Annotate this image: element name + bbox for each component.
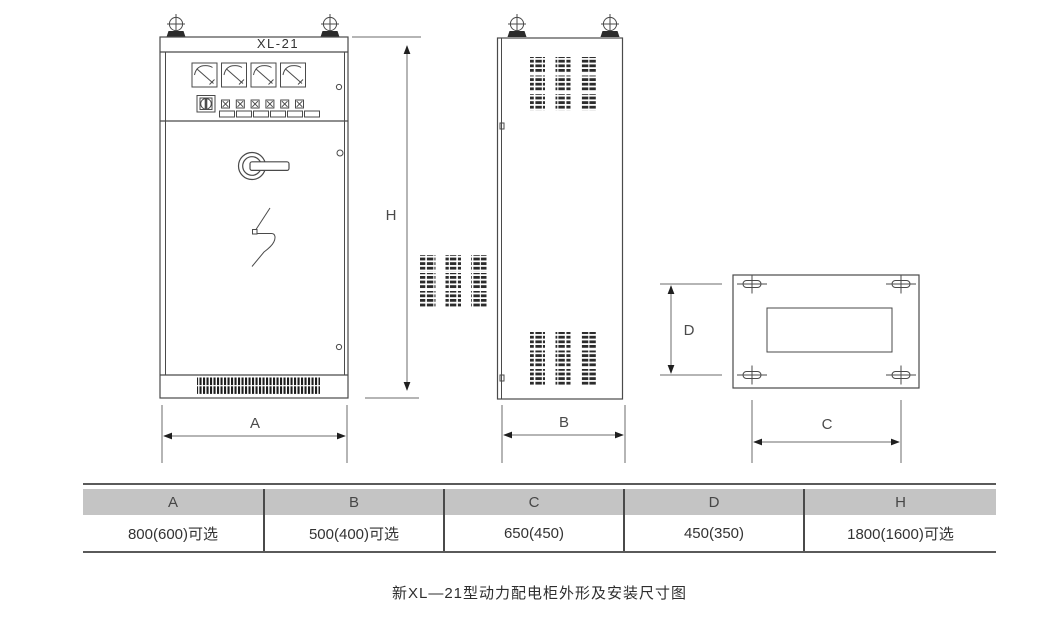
table-header-cell: C — [443, 489, 623, 515]
door-handle-icon — [237, 151, 290, 181]
indicator-lamp-icons — [220, 99, 305, 109]
hinge-icon — [499, 122, 505, 130]
lifting-eye-icon — [599, 13, 621, 38]
side-view — [496, 13, 624, 400]
mounting-slot-icon — [885, 364, 917, 386]
lightning-symbol-icon — [251, 207, 276, 267]
lifting-eye-icon — [165, 13, 187, 38]
table-value-cell: 800(600)可选 — [83, 515, 263, 551]
mounting-slot-icon — [736, 364, 768, 386]
lifting-eye-icon — [506, 13, 528, 38]
front-vent-grille — [197, 377, 320, 394]
latch-hole-icon — [335, 343, 343, 351]
side-vent-group-top — [530, 57, 596, 111]
latch-hole-icon — [335, 83, 343, 91]
model-label: XL-21 — [256, 36, 300, 51]
dim-d-label: D — [683, 322, 695, 339]
table-header-cell: A — [83, 489, 263, 515]
side-cabinet-outline — [496, 37, 624, 400]
side-vent-block-detail — [420, 255, 487, 308]
table-top-border — [83, 483, 996, 485]
rotary-switch-icon — [196, 95, 216, 113]
dimension-lines — [161, 36, 902, 463]
table-bottom-border — [83, 551, 996, 553]
table-header-row: A B C D H — [83, 489, 996, 515]
table-value-cell: 650(450) — [443, 515, 623, 551]
latch-hole-icon — [336, 149, 344, 157]
dim-c-label: C — [821, 416, 833, 433]
dim-a-label: A — [249, 415, 260, 432]
front-cabinet-outline — [159, 36, 349, 399]
dim-b-label: B — [558, 414, 569, 431]
label-windows — [219, 110, 320, 118]
cable-entry-opening — [766, 307, 893, 353]
drawing-caption: 新XL—21型动力配电柜外形及安装尺寸图 — [391, 585, 688, 602]
dim-h-label: H — [385, 207, 397, 224]
table-value-cell: 1800(1600)可选 — [803, 515, 996, 551]
top-view — [732, 273, 920, 389]
table-value-cell: 500(400)可选 — [263, 515, 443, 551]
mounting-slot-icon — [885, 273, 917, 295]
hinge-icon — [499, 374, 505, 382]
table-header-cell: B — [263, 489, 443, 515]
top-outline — [732, 274, 920, 389]
dimension-table: A B C D H 800(600)可选 500(400)可选 650(450)… — [83, 483, 996, 553]
table-header-cell: D — [623, 489, 803, 515]
panel-meter-icons — [191, 62, 307, 88]
side-vent-group-bottom — [530, 332, 596, 386]
mounting-slot-icon — [736, 273, 768, 295]
table-value-cell: 450(350) — [623, 515, 803, 551]
front-view — [159, 13, 349, 399]
lifting-eye-icon — [319, 13, 341, 38]
table-value-row: 800(600)可选 500(400)可选 650(450) 450(350) … — [83, 515, 996, 551]
table-header-cell: H — [803, 489, 996, 515]
